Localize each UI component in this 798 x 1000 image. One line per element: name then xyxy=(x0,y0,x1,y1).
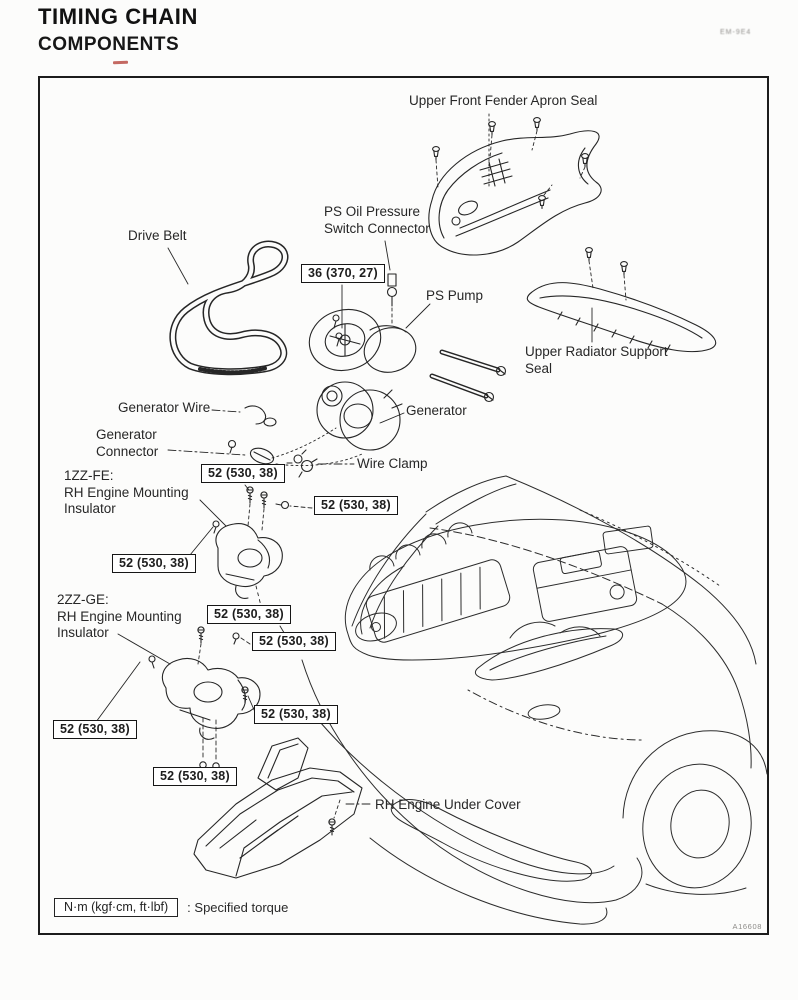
ps-pump-art xyxy=(308,240,507,403)
page-title: TIMING CHAIN xyxy=(38,4,198,29)
torque-spec-mount-bolt-5: 52 (530, 38) xyxy=(252,632,336,651)
torque-unit-box: N·m (kgf·cm, ft·lbf) xyxy=(54,898,179,917)
torque-legend: N·m (kgf·cm, ft·lbf) : Specified torque xyxy=(54,898,288,917)
section-title: COMPONENTS xyxy=(38,34,180,55)
torque-spec-mount-bolt-3: 52 (530, 38) xyxy=(112,554,196,573)
label-1zz-fe-rh-engine-mounting-insulator: 1ZZ-FE: RH Engine Mounting Insulator xyxy=(64,468,189,517)
torque-spec-mount-bolt-7: 52 (530, 38) xyxy=(53,720,137,739)
label-upper-radiator-support-seal: Upper Radiator Support Seal xyxy=(525,344,668,376)
torque-spec-mount-bolt-8: 52 (530, 38) xyxy=(153,767,237,786)
figure-code: A16608 xyxy=(732,922,762,931)
label-2zz-ge-rh-engine-mounting-insulator: 2ZZ-GE: RH Engine Mounting Insulator xyxy=(57,592,182,641)
car-body-art xyxy=(301,475,767,925)
torque-spec-mount-bolt-4: 52 (530, 38) xyxy=(207,605,291,624)
torque-spec-ps-pump-bolt: 36 (370, 27) xyxy=(301,264,385,283)
radiator-support-seal-art xyxy=(526,247,717,353)
label-drive-belt: Drive Belt xyxy=(128,228,187,243)
label-generator-connector: Generator Connector xyxy=(96,427,159,459)
drive-belt-art xyxy=(167,240,289,376)
label-wire-clamp: Wire Clamp xyxy=(357,456,428,471)
fender-apron-seal-art xyxy=(428,113,602,256)
label-ps-pump: PS Pump xyxy=(426,288,484,303)
diagram-frame: Upper Front Fender Apron Seal PS Oil Pre… xyxy=(38,76,769,935)
label-generator-wire: Generator Wire xyxy=(118,400,211,415)
exploded-view-artwork xyxy=(95,113,767,925)
label-rh-engine-under-cover: RH Engine Under Cover xyxy=(375,797,521,812)
insulator-2zz-art xyxy=(95,625,287,770)
torque-spec-mount-bolt-6: 52 (530, 38) xyxy=(254,705,338,724)
insulator-1zz-art xyxy=(189,484,313,619)
generator-art xyxy=(167,381,405,478)
red-scan-mark xyxy=(112,60,129,65)
under-cover-art xyxy=(193,737,373,879)
label-ps-oil-pressure-switch-connector: PS Oil Pressure Switch Connector xyxy=(324,204,430,236)
label-upper-front-fender-apron-seal: Upper Front Fender Apron Seal xyxy=(409,93,598,108)
label-generator: Generator xyxy=(406,403,467,418)
torque-legend-text: : Specified torque xyxy=(187,900,289,915)
torque-spec-mount-bolt-1: 52 (530, 38) xyxy=(201,464,285,483)
torque-spec-mount-bolt-2: 52 (530, 38) xyxy=(314,496,398,515)
page-code: EM-9E4 xyxy=(720,29,752,36)
